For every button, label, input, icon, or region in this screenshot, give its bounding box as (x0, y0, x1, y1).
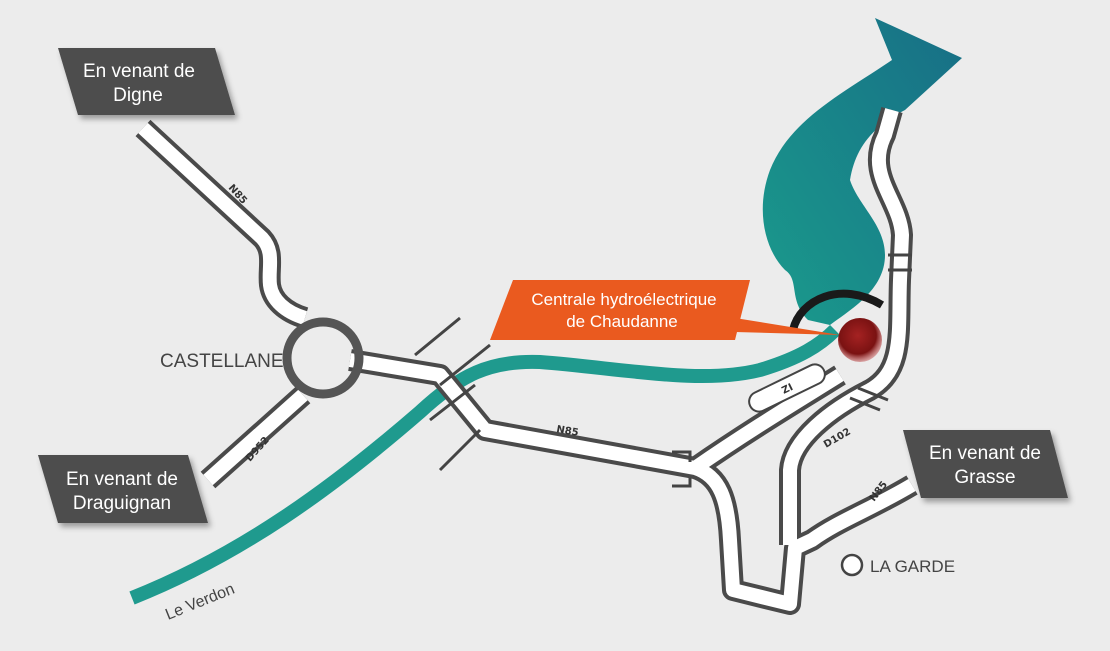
road-label-n85-middle: N85 (555, 424, 579, 439)
sign-draguignan-line-2: Draguignan (73, 493, 171, 514)
dam-arc-icon (789, 289, 885, 332)
sign-from-grasse: En venant de Grasse (903, 430, 1068, 498)
power-plant-marker-icon (838, 318, 882, 362)
sign-grasse-line-1: En venant de (929, 443, 1041, 464)
river-verdon (129, 324, 840, 605)
roundabout-icon (282, 317, 364, 399)
callout-line-2: de Chaudanne (566, 312, 678, 331)
callout-line-1: Centrale hydroélectrique (531, 290, 716, 309)
industrial-zone-marker: ZI (748, 363, 826, 413)
sign-from-draguignan: En venant de Draguignan (38, 455, 208, 523)
village-circle-icon (840, 553, 864, 577)
sign-digne-line-2: Digne (113, 85, 163, 106)
sign-grasse-line-2: Grasse (954, 467, 1015, 488)
place-la-garde: LA GARDE (870, 557, 955, 576)
plant-callout: Centrale hydroélectrique de Chaudanne (490, 280, 840, 340)
sign-draguignan-line-1: En venant de (66, 469, 178, 490)
bridge-icon (414, 253, 912, 488)
reservoir-lake (762, 18, 962, 325)
place-castellane: CASTELLANE (160, 351, 284, 372)
sign-from-digne: En venant de Digne (58, 48, 235, 115)
sign-digne-line-1: En venant de (83, 61, 195, 82)
road-label-zi: ZI (780, 382, 795, 397)
roads-fill (138, 108, 916, 611)
